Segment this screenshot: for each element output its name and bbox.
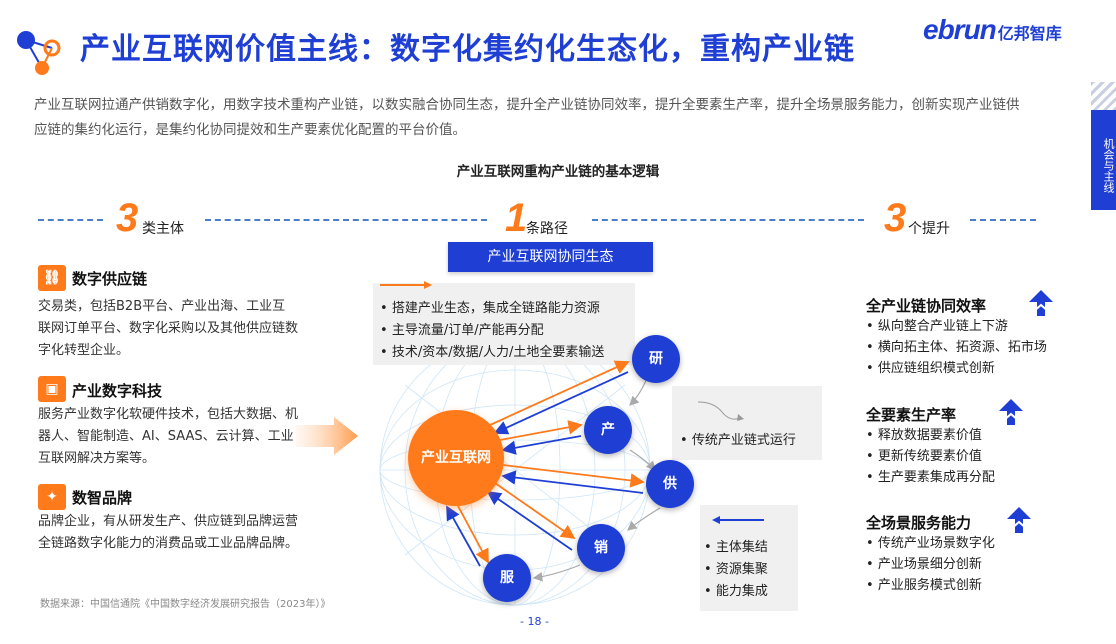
node-sales: 销 — [577, 524, 625, 572]
center-node-industrial-internet: 产业互联网 — [408, 410, 504, 506]
chevron-arrow-icon — [296, 417, 358, 455]
up-arrow-icon — [1007, 507, 1031, 533]
page-number: - 18 - — [520, 615, 549, 628]
intro-paragraph: 产业互联网拉通产供销数字化，用数字技术重构产业链，以数实融合协同生态，提升全产业… — [34, 97, 1020, 138]
center-count-label: 条路径 — [526, 221, 568, 237]
right-count-label: 个提升 — [908, 221, 950, 237]
bullet-item: 主体集结 — [704, 537, 768, 559]
chain-link-icon: ⛓ — [38, 265, 66, 291]
node-research: 研 — [632, 335, 680, 383]
up-arrow-icon — [1029, 290, 1053, 316]
bullet-item: 搭建产业生态，集成全链路能力资源 — [380, 298, 604, 320]
blue-arrow-icon — [712, 516, 764, 524]
list-item: 传统产业场景数字化 — [866, 533, 995, 554]
improvement-title: 全要素生产率 — [866, 406, 957, 424]
subject-text: 服务产业数字化软硬件技术，包括大数据、机器人、智能制造、AI、SAAS、云计算、… — [38, 407, 299, 466]
dash-line — [205, 219, 487, 221]
subject-text: 品牌企业，有从研发生产、供应链到品牌运营全链路数字化能力的消费品或工业品牌品牌。 — [38, 514, 299, 551]
dash-line — [38, 219, 103, 221]
curved-arrow-icon — [697, 401, 744, 421]
data-source: 数据来源：中国信通院《中国数字经济发展研究报告（2023年）》 — [40, 599, 331, 610]
center-count: 1 — [505, 196, 528, 240]
improvement-list: 释放数据要素价值 更新传统要素价值 生产要素集成再分配 — [866, 425, 995, 488]
list-item: 释放数据要素价值 — [866, 425, 995, 446]
traditional-text: 传统产业链式运行 — [691, 433, 796, 448]
improvement-title: 全场景服务能力 — [866, 514, 972, 532]
list-item: 生产要素集成再分配 — [866, 467, 995, 488]
side-stripes — [1091, 82, 1116, 112]
left-count-label: 类主体 — [142, 221, 184, 237]
ecosystem-label: 产业互联网协同生态 — [448, 242, 653, 272]
tech-screen-icon: ▣ — [38, 376, 66, 402]
list-item: 纵向整合产业链上下游 — [866, 316, 1047, 337]
side-tab[interactable]: 机会与主线 — [1091, 110, 1116, 210]
subject-title: 产业数字科技 — [72, 382, 163, 400]
top-bullets: 搭建产业生态，集成全链路能力资源 主导流量/订单/产能再分配 技术/资本/数据/… — [380, 298, 605, 364]
page-title: 产业互联网价值主线：数字化集约化生态化，重构产业链 — [80, 32, 855, 67]
bullet-item: 主导流量/订单/产能再分配 — [380, 320, 604, 342]
improvement-list: 纵向整合产业链上下游 横向拓主体、拓资源、拓市场 供应链组织模式创新 — [866, 316, 1047, 379]
brand-en: ebrun — [923, 14, 997, 45]
traditional-label: • 传统产业链式运行 — [680, 433, 796, 448]
right-count: 3 — [884, 196, 907, 240]
bullet-item: 资源集聚 — [704, 559, 768, 581]
orange-arrow-icon — [380, 281, 432, 289]
brand-cn: 亿邦智库 — [997, 24, 1062, 43]
up-arrow-icon — [999, 399, 1023, 425]
subject-text: 交易类，包括B2B平台、产业出海、工业互联网订单平台、数字化采购以及其他供应链数… — [38, 299, 299, 358]
list-item: 产业服务模式创新 — [866, 575, 995, 596]
traditional-panel — [672, 386, 822, 460]
diagram-subtitle: 产业互联网重构产业链的基本逻辑 — [456, 164, 660, 180]
logo-icon — [17, 31, 61, 75]
list-item: 更新传统要素价值 — [866, 446, 995, 467]
node-supply: 供 — [646, 460, 694, 508]
bullet-item: 技术/资本/数据/人力/土地全要素输送 — [380, 342, 605, 364]
subject-title: 数字供应链 — [72, 270, 148, 288]
list-item: 供应链组织模式创新 — [866, 358, 1047, 379]
node-service: 服 — [483, 554, 531, 602]
list-item: 横向拓主体、拓资源、拓市场 — [866, 337, 1047, 358]
dash-line — [970, 219, 1036, 221]
improvement-title: 全产业链协同效率 — [866, 297, 987, 315]
bullet-item: 能力集成 — [704, 581, 768, 603]
subject-title: 数智品牌 — [72, 489, 133, 507]
list-item: 产业场景细分创新 — [866, 554, 995, 575]
brand-tag-icon: ✦ — [38, 484, 66, 510]
node-production: 产 — [584, 406, 632, 454]
improvement-list: 传统产业场景数字化 产业场景细分创新 产业服务模式创新 — [866, 533, 995, 596]
bottom-bullets: 主体集结 资源集聚 能力集成 — [704, 537, 768, 603]
left-count: 3 — [116, 196, 139, 240]
dash-line — [592, 219, 864, 221]
